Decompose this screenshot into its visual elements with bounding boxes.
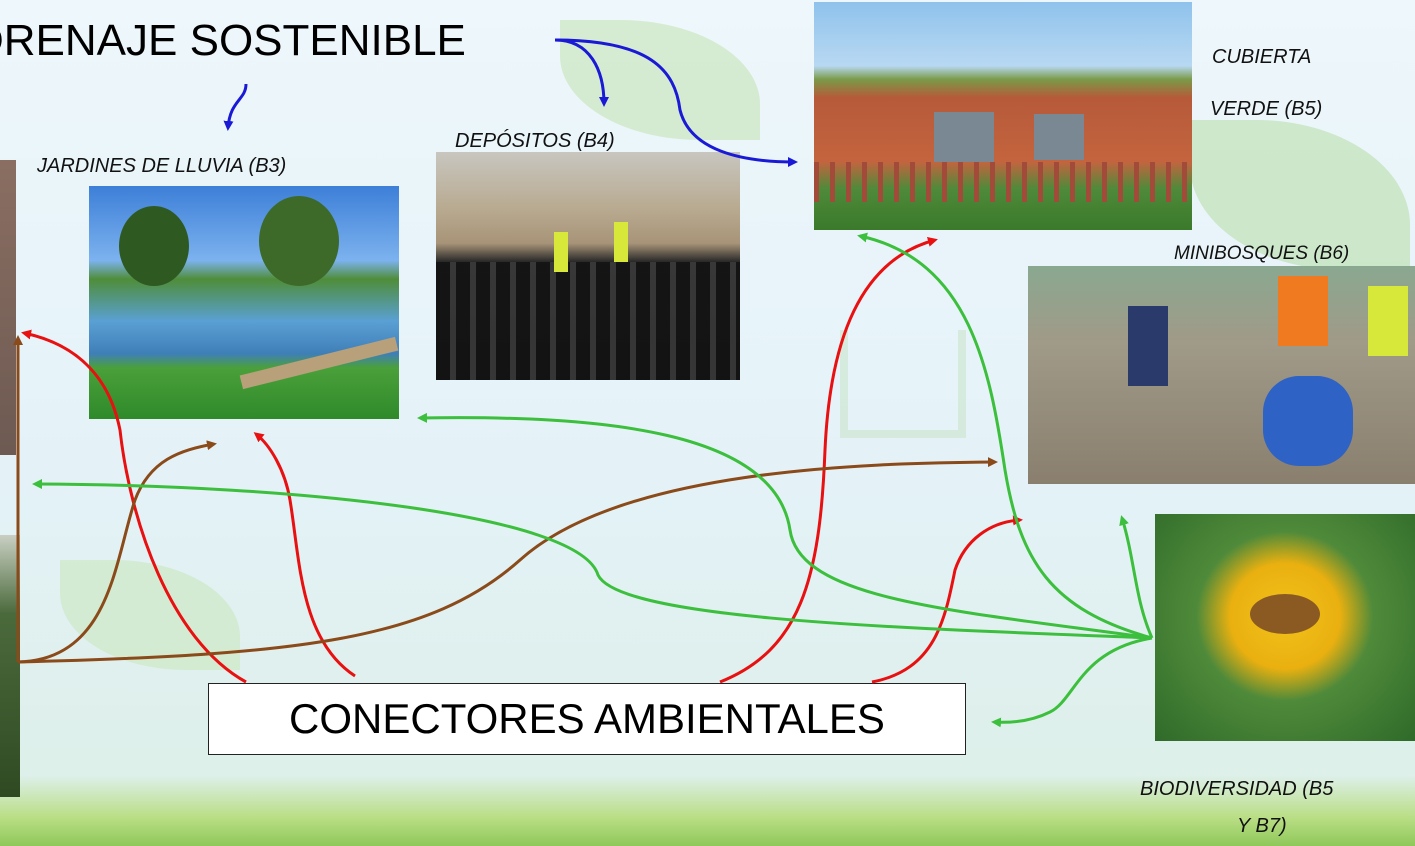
green-roof-label-line1: CUBIERTA <box>1212 46 1312 68</box>
green-arrow-biodiversity-top <box>1119 515 1154 639</box>
brown-arrow-mini-forests <box>17 457 998 664</box>
left-edge-photo <box>0 535 20 797</box>
connectors-box: CONECTORES AMBIENTALES <box>208 683 966 755</box>
red-arrow-left-photo <box>21 329 247 684</box>
drainage-arrow-tanks <box>554 38 609 107</box>
planting-photo <box>1028 266 1415 484</box>
excavation-photo <box>436 152 740 380</box>
red-arrow-green-roof <box>719 236 938 684</box>
connectors-box-label: CONECTORES AMBIENTALES <box>289 695 885 742</box>
biodiversity-label-line1: BIODIVERSIDAD (B5 <box>1140 778 1334 800</box>
flower-bee-photo <box>1155 514 1415 741</box>
grass-strip <box>0 776 1415 846</box>
pond-photo <box>89 186 399 419</box>
green-roof-label-line2: VERDE (B5) <box>1210 98 1323 120</box>
green-arrow-connectors <box>991 636 1153 728</box>
building-photo <box>814 2 1192 230</box>
background-house-icon <box>840 330 966 438</box>
brown-arrow-rain-gardens <box>17 440 217 664</box>
drainage-arrow-rain-gardens <box>223 83 248 131</box>
mini-forests-label: MINIBOSQUES (B6) <box>1174 243 1350 264</box>
biodiversity-label-line2: Y B7) <box>1237 815 1287 837</box>
tanks-label: DEPÓSITOS (B4) <box>455 130 615 152</box>
drainage-title: DRENAJE SOSTENIBLE <box>0 16 466 65</box>
red-arrow-mini-forests <box>871 515 1023 684</box>
green-arrow-green-roof <box>857 232 1153 640</box>
left-edge-photo <box>0 160 16 455</box>
drainage-arrow-green-roof <box>554 38 798 167</box>
green-arrow-left <box>32 479 1153 640</box>
rain-gardens-label: JARDINES DE LLUVIA (B3) <box>37 155 287 177</box>
green-arrow-rain-gardens <box>417 412 1153 640</box>
